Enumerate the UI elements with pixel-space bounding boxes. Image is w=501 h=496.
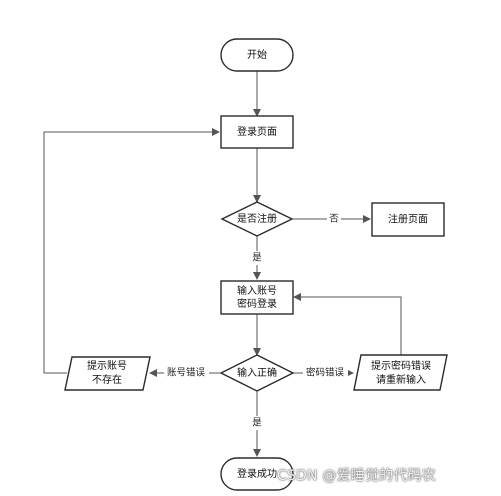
register-page-label: 注册页面 — [388, 213, 428, 226]
input-credentials-line-2: 密码登录 — [237, 297, 277, 310]
start-node: 开始 — [220, 38, 294, 72]
edge-label-yes-correct: 是 — [252, 418, 262, 429]
watermark: CSDN @爱睡觉的代码农 — [277, 468, 436, 484]
login-success-label: 登录成功 — [237, 467, 277, 480]
edge-label-no: 否 — [329, 214, 339, 225]
account-not-exist-line-2: 不存在 — [92, 373, 122, 386]
edge-label-yes-registered: 是 — [252, 253, 262, 264]
input-correct-decision: 输入正确 — [219, 354, 295, 392]
account-not-exist-line-1: 提示账号 — [87, 360, 127, 372]
input-correct-label: 输入正确 — [237, 366, 277, 379]
password-error-line-2: 请重新输入 — [376, 373, 426, 386]
edge-password-error-back-to-input — [293, 293, 402, 355]
edge-account-error-back-to-login — [43, 128, 220, 374]
edge-label-password-error: 密码错误 — [306, 367, 345, 379]
account-not-exist-node: 提示账号 不存在 — [64, 356, 151, 391]
start-label: 开始 — [247, 48, 267, 61]
password-error-line-1: 提示密码错误 — [371, 359, 431, 372]
is-registered-decision: 是否注册 — [220, 201, 294, 237]
edge-label-account-error: 账号错误 — [167, 367, 206, 379]
login-page-node: 登录页面 — [220, 115, 294, 149]
register-page-node: 注册页面 — [371, 202, 445, 237]
password-error-node: 提示密码错误 请重新输入 — [353, 354, 448, 391]
input-credentials-node: 输入账号 密码登录 — [220, 280, 294, 315]
input-credentials-line-1: 输入账号 — [237, 284, 277, 297]
is-registered-label: 是否注册 — [237, 212, 277, 225]
login-success-node: 登录成功 — [220, 457, 294, 491]
login-page-label: 登录页面 — [237, 125, 277, 138]
